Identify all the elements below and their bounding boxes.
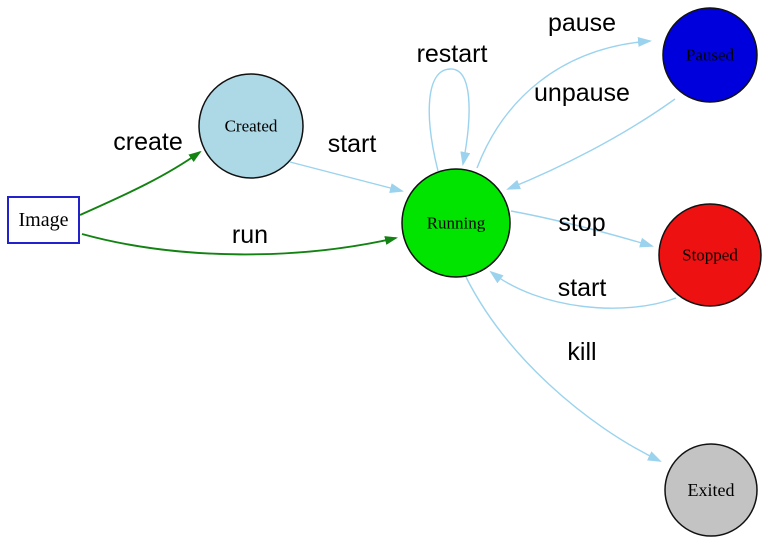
node-paused bbox=[662, 7, 758, 103]
node-label-image: Image bbox=[19, 209, 69, 231]
edge-label-pause: pause bbox=[548, 9, 616, 37]
edge-labels-layer: create run start restart pause unpause stop sta… bbox=[113, 9, 630, 366]
edge-label-unpause: unpause bbox=[534, 79, 630, 107]
edges-layer bbox=[79, 36, 677, 462]
node-label-stopped: Stopped bbox=[682, 246, 738, 265]
edge-label-start-created: start bbox=[328, 130, 377, 158]
node-exited bbox=[664, 443, 758, 537]
node-image bbox=[7, 196, 80, 244]
edge-unpause bbox=[506, 98, 676, 190]
edge-label-restart: restart bbox=[417, 40, 488, 68]
node-label-running: Running bbox=[427, 214, 486, 233]
edge-kill bbox=[465, 276, 662, 462]
edge-pause bbox=[476, 36, 652, 169]
node-running bbox=[401, 168, 511, 278]
node-stopped bbox=[658, 203, 762, 307]
edge-run bbox=[81, 233, 398, 256]
edge-label-start-stopped: start bbox=[558, 274, 607, 302]
edge-label-run: run bbox=[232, 221, 268, 249]
node-label-paused: Paused bbox=[686, 46, 735, 65]
edge-stop bbox=[510, 210, 654, 248]
edge-label-kill: kill bbox=[567, 338, 596, 366]
node-created bbox=[198, 73, 304, 179]
node-label-exited: Exited bbox=[688, 480, 735, 500]
edge-start-stopped bbox=[489, 270, 677, 309]
node-label-created: Created bbox=[225, 117, 278, 136]
edge-label-create: create bbox=[113, 128, 182, 156]
edge-create bbox=[79, 150, 202, 216]
edge-start-created bbox=[289, 161, 404, 193]
edge-label-stop: stop bbox=[558, 209, 605, 237]
edge-restart bbox=[428, 68, 471, 172]
